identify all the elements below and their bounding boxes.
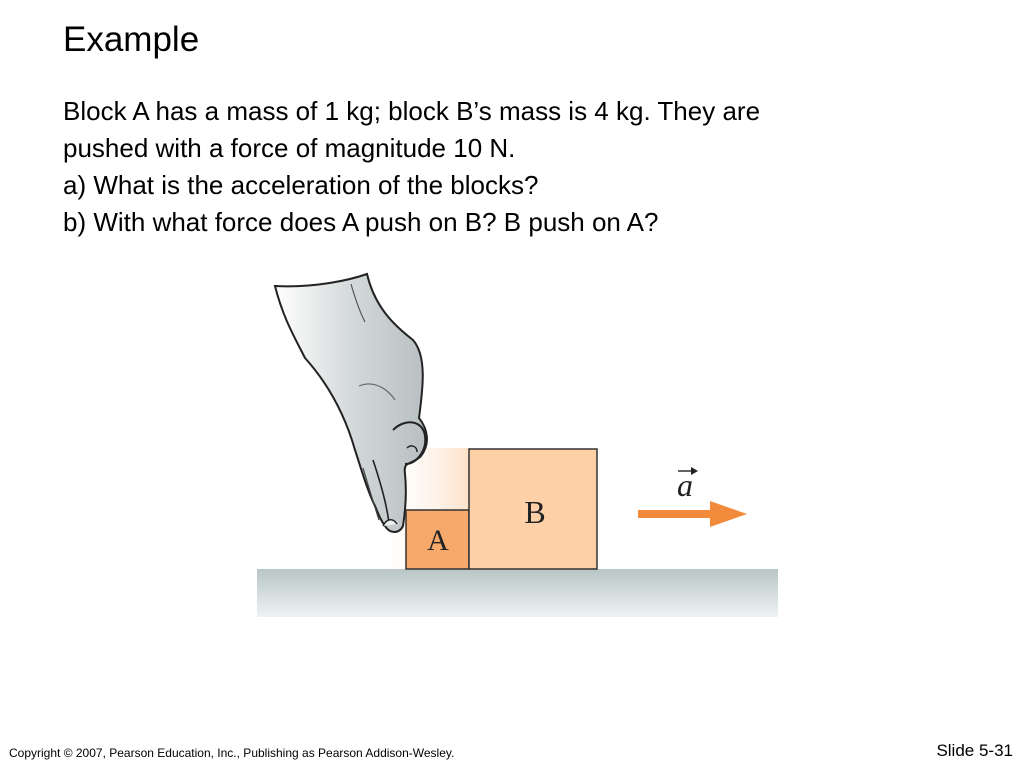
blocks-figure: A B a [255, 268, 780, 620]
slide-number: Slide 5-31 [936, 741, 1013, 760]
problem-statement: Block A has a mass of 1 kg; block B’s ma… [63, 93, 963, 241]
block-a-label: A [427, 524, 449, 557]
acceleration-arrow-icon [638, 501, 747, 527]
question-a: a) What is the acceleration of the block… [63, 170, 539, 200]
block-b-label: B [524, 494, 545, 530]
block-a [405, 509, 470, 570]
hand-icon [273, 272, 428, 533]
vector-arrow-icon [678, 467, 698, 475]
blocks-illustration: A B a [257, 272, 778, 617]
problem-line-2: pushed with a force of magnitude 10 N. [63, 133, 516, 163]
copyright-notice: Copyright © 2007, Pearson Education, Inc… [9, 746, 455, 760]
question-b: b) With what force does A push on B? B p… [63, 207, 659, 237]
slide-title: Example [63, 20, 200, 59]
surface [257, 569, 778, 617]
problem-line-1: Block A has a mass of 1 kg; block B’s ma… [63, 96, 761, 126]
block-b [468, 448, 598, 570]
acceleration-label: a [677, 467, 693, 503]
